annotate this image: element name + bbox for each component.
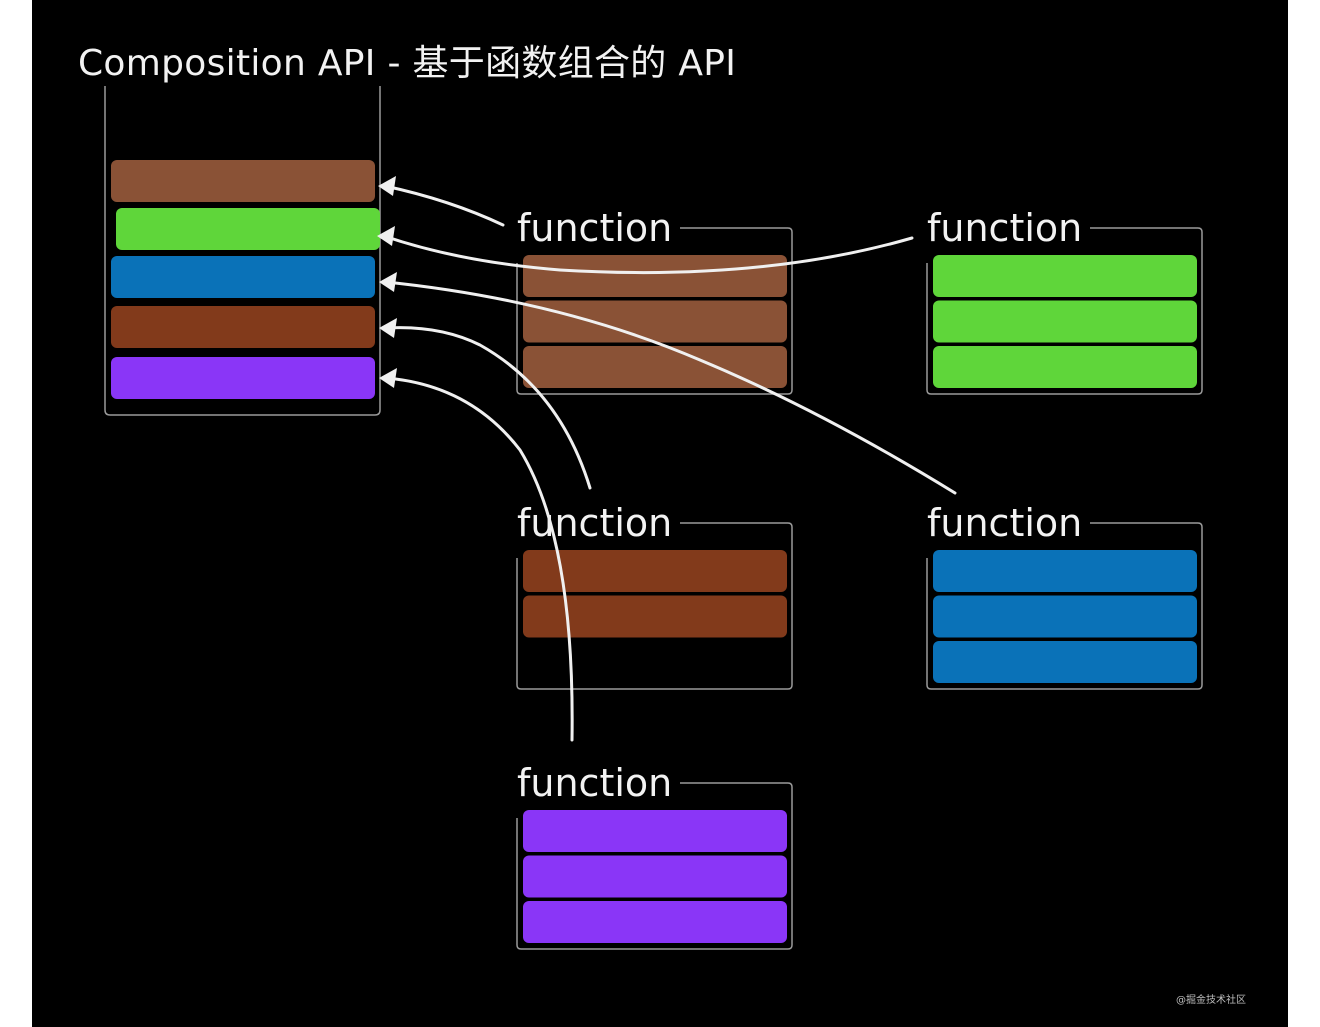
function-frame	[926, 227, 1203, 395]
component-frame	[104, 86, 381, 416]
function-frame	[516, 227, 793, 395]
function-block	[523, 901, 787, 943]
arrow-line	[383, 184, 505, 227]
function-label: function	[517, 761, 672, 805]
watermark: @掘金技术社区	[1176, 995, 1246, 1006]
function-boxes: function function function function function	[516, 206, 1203, 950]
function-block	[933, 595, 1197, 638]
function-box-feature-4: function	[516, 501, 793, 690]
function-box-feature-1: function	[516, 206, 793, 395]
component-box	[104, 86, 381, 416]
arrow-feature-2	[377, 226, 914, 275]
function-label: function	[927, 206, 1082, 250]
function-frame	[926, 522, 1203, 690]
function-block	[523, 810, 787, 852]
function-box-feature-2: function	[926, 206, 1203, 395]
function-block	[933, 255, 1197, 297]
function-block	[523, 346, 787, 388]
arrowhead-icon	[379, 368, 397, 388]
component-block-feature-5	[111, 357, 375, 399]
function-frame	[516, 522, 793, 690]
function-block	[933, 300, 1197, 343]
function-block	[523, 855, 787, 898]
arrowhead-icon	[378, 176, 396, 196]
arrow-line	[384, 326, 592, 490]
arrow-feature-1	[378, 176, 505, 227]
function-block	[523, 255, 787, 297]
function-label: function	[517, 206, 672, 250]
arrowhead-icon	[377, 226, 395, 246]
arrow-line	[384, 280, 957, 495]
function-label: function	[517, 501, 672, 545]
arrow-line	[382, 234, 914, 275]
function-frame	[516, 782, 793, 950]
function-box-feature-5: function	[516, 761, 793, 950]
function-block	[523, 550, 787, 592]
component-block-feature-3	[111, 256, 375, 298]
function-box-feature-3: function	[926, 501, 1203, 690]
function-block	[523, 595, 787, 638]
function-block	[933, 641, 1197, 683]
function-block	[933, 550, 1197, 592]
arrow-line	[384, 376, 574, 742]
function-block	[523, 300, 787, 343]
diagram-title: Composition API - 基于函数组合的 API	[78, 43, 737, 84]
component-block-feature-4	[111, 306, 375, 348]
arrowhead-icon	[379, 318, 397, 338]
arrow-feature-4	[379, 318, 592, 490]
function-block	[933, 346, 1197, 388]
arrow-feature-5	[379, 368, 574, 742]
arrows	[377, 176, 957, 742]
arrowhead-icon	[379, 272, 397, 292]
arrow-feature-3	[379, 272, 957, 495]
component-block-feature-2	[116, 208, 380, 250]
function-label: function	[927, 501, 1082, 545]
component-block-feature-1	[111, 160, 375, 202]
